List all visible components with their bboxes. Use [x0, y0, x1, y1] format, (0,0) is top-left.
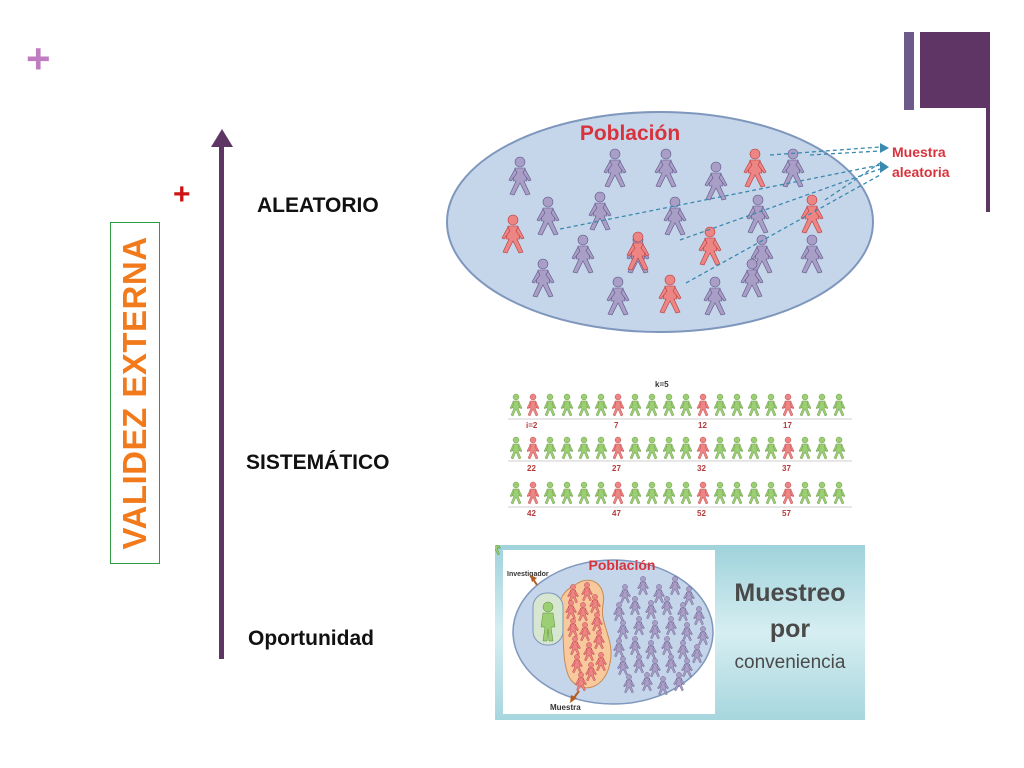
population-ellipse — [446, 111, 874, 333]
k-label: k=5 — [655, 380, 669, 389]
sample-arrows — [559, 146, 881, 284]
sample-label-line1: Muestra — [892, 144, 946, 160]
method-label-sistematico: SISTEMÁTICO — [246, 451, 390, 474]
decorative-line — [986, 108, 990, 212]
validez-externa-label: VALIDEZ EXTERNA — [116, 236, 153, 550]
convenience-sampling-image: Población Investigador Muestra Muestreo … — [495, 545, 865, 720]
row3-index-4: 57 — [782, 509, 791, 518]
investigator-label: Investigador — [507, 571, 549, 578]
sample-label-line2: aleatoria — [892, 164, 950, 180]
person-row-3 — [510, 482, 845, 504]
row2-index-4: 37 — [782, 464, 791, 473]
person-row-2 — [510, 437, 845, 459]
validez-externa-box — [110, 222, 160, 564]
convenience-heading-line2: por — [770, 615, 811, 643]
corner-plus-icon: + — [26, 35, 51, 82]
row1-index-3: 12 — [698, 421, 707, 430]
decorative-block — [920, 32, 990, 108]
row1-index-2: 7 — [614, 421, 619, 430]
arrow-up-icon — [211, 129, 233, 147]
person-row-1 — [509, 393, 846, 417]
row3-index-3: 52 — [697, 509, 706, 518]
row2-index-3: 32 — [697, 464, 706, 473]
arrow-icon — [530, 575, 537, 582]
arrow-icon — [880, 143, 889, 173]
population-title: Población — [580, 122, 680, 145]
convenience-heading-line3: conveniencia — [735, 652, 846, 673]
row3-index-1: 42 — [527, 509, 536, 518]
convenience-heading-line1: Muestreo — [734, 579, 845, 607]
row2-index-1: 22 — [527, 464, 536, 473]
population-title: Población — [589, 557, 656, 573]
method-label-aleatorio: ALEATORIO — [257, 194, 379, 217]
arrow-icon — [570, 695, 577, 703]
method-label-oportunidad: Oportunidad — [248, 627, 374, 650]
row2-index-2: 27 — [612, 464, 621, 473]
decorative-bar-thin — [904, 32, 914, 110]
sample-label: Muestra — [550, 703, 581, 712]
row1-index-1: i=2 — [526, 421, 538, 430]
systematic-sampling-image: k=5 i=2 7 12 17 22 27 32 37 42 47 52 57 — [508, 380, 852, 518]
plus-marker: + — [173, 178, 191, 211]
random-sampling-image: Población Muestra aleatoria — [446, 111, 950, 333]
axis-line — [219, 145, 224, 659]
row1-index-4: 17 — [783, 421, 792, 430]
row3-index-2: 47 — [612, 509, 621, 518]
